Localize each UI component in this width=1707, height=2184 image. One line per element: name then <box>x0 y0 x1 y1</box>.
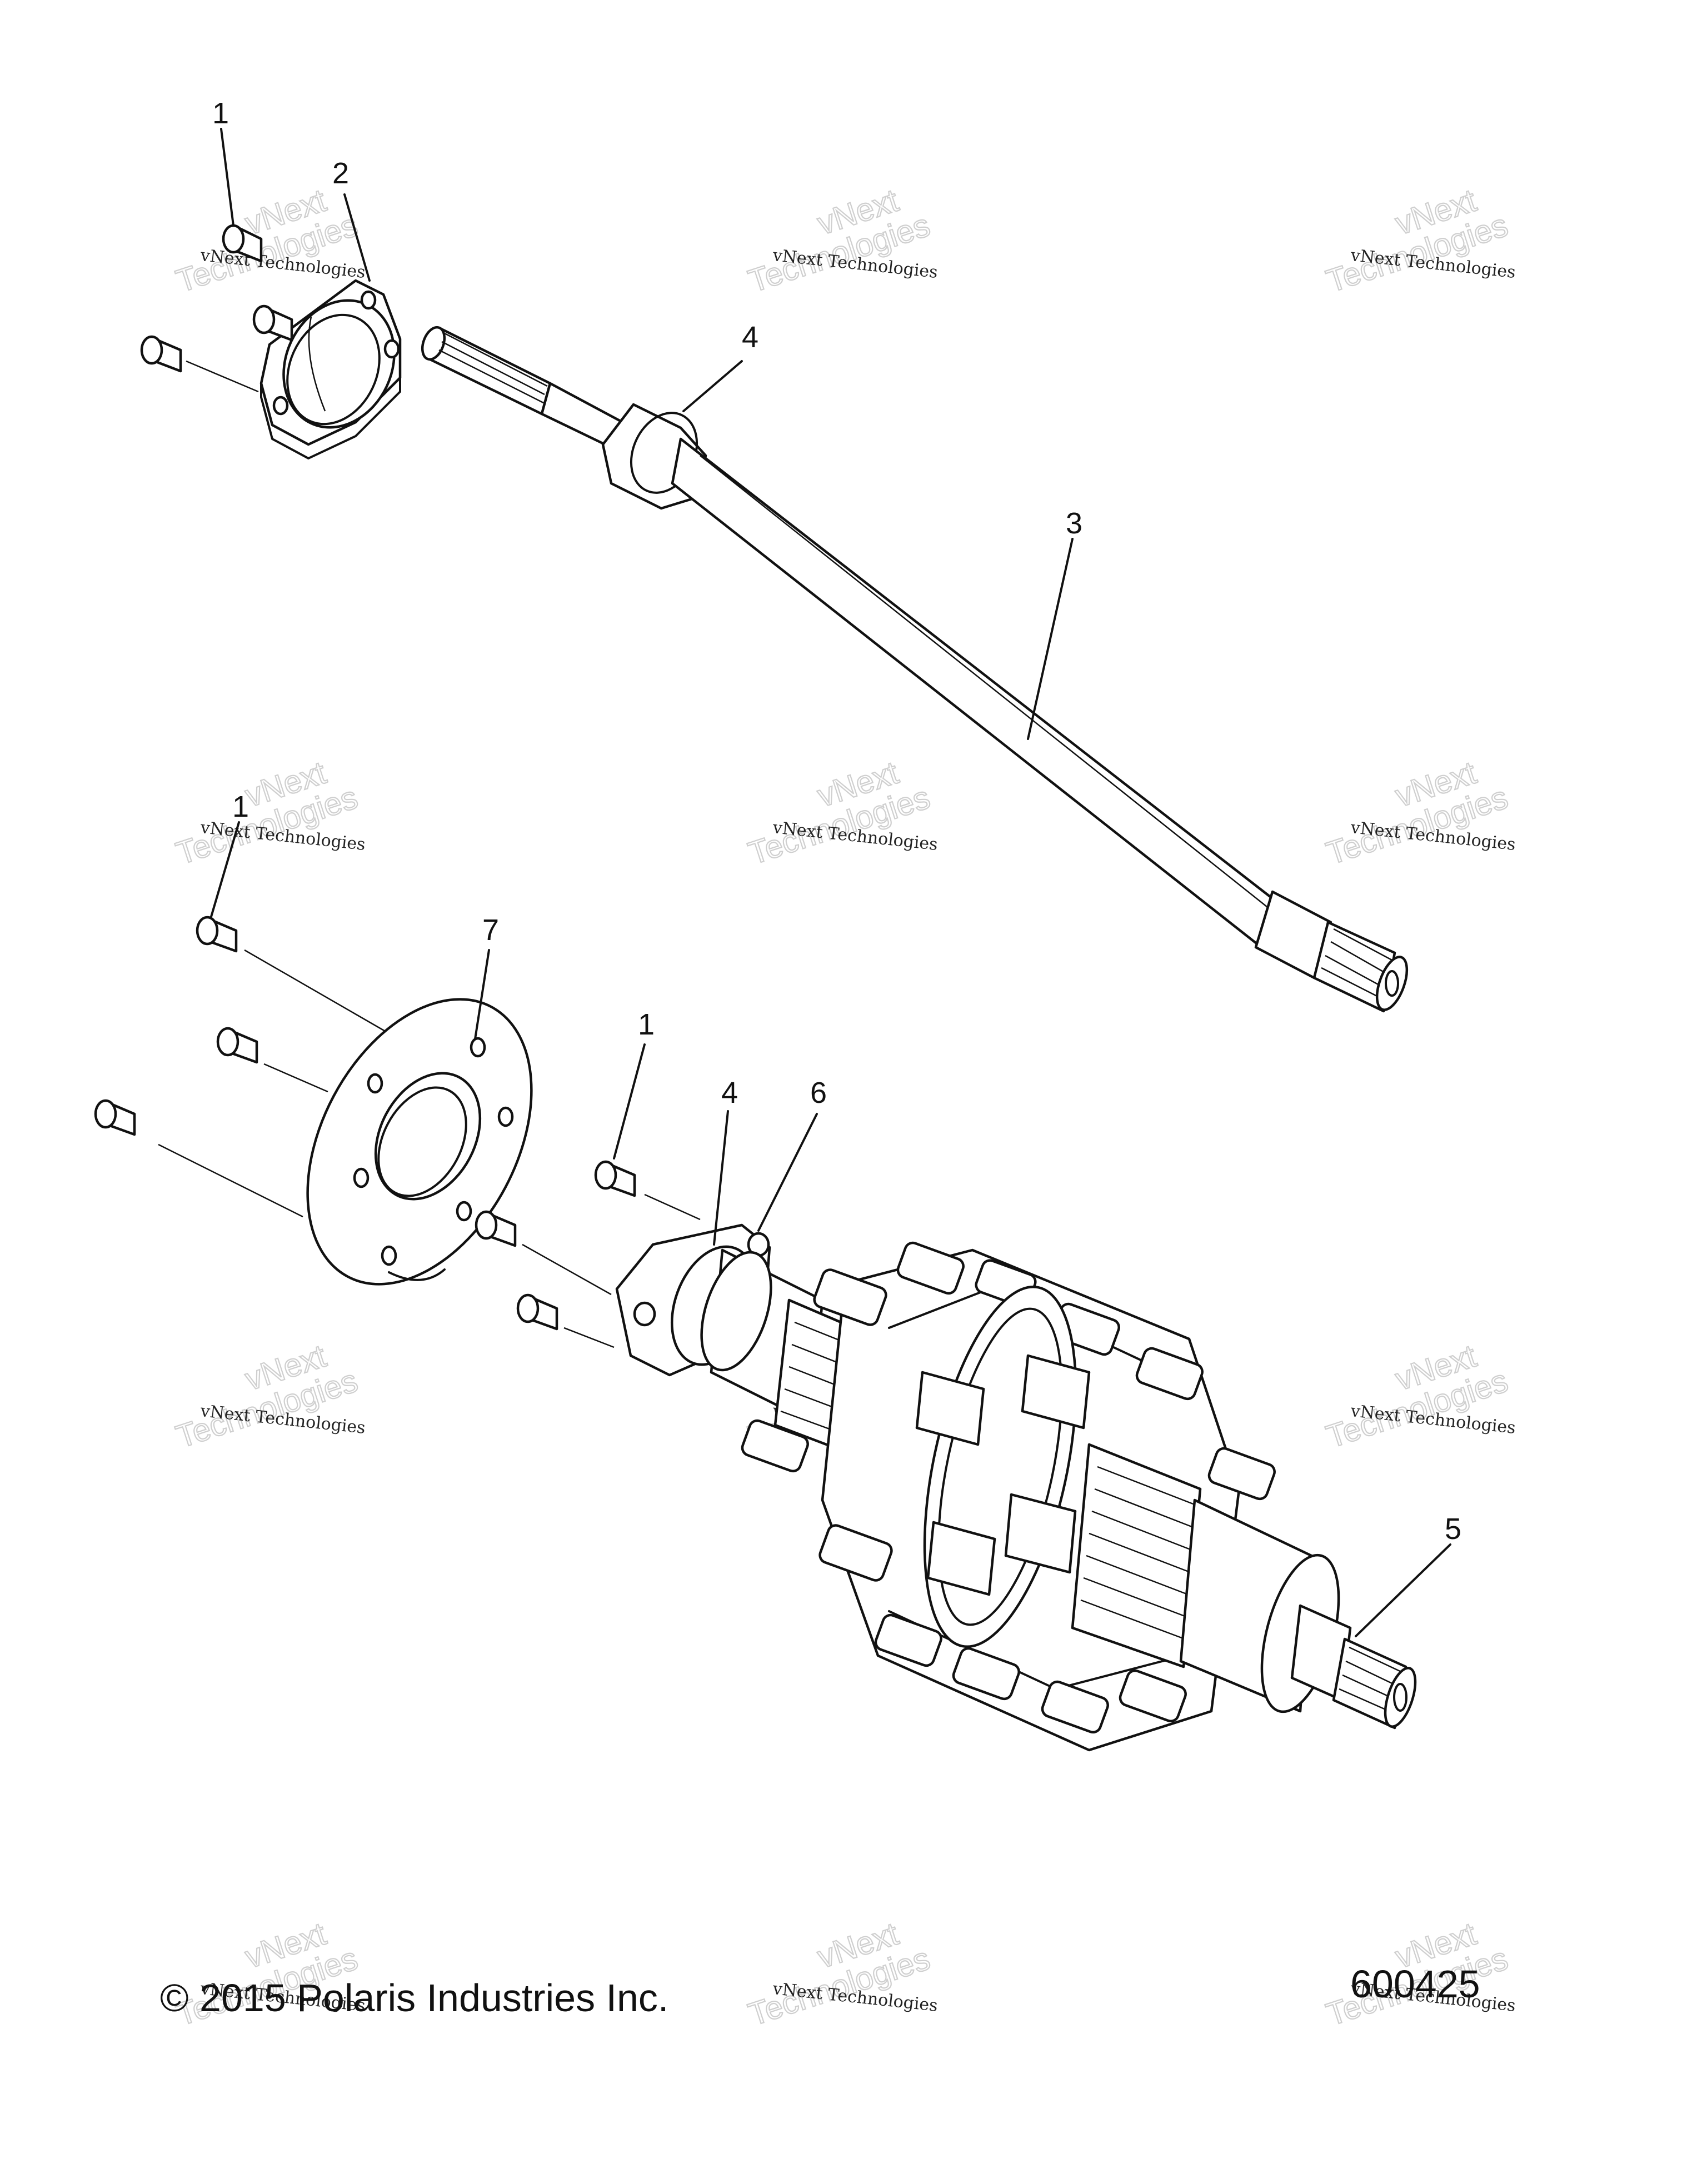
retainer-disk <box>306 998 533 1286</box>
callout-4: 4 <box>721 1076 738 1110</box>
screw-low-3 <box>516 1293 615 1348</box>
callout-2: 2 <box>332 157 349 190</box>
drawing-number: 600425 <box>1350 1962 1480 2006</box>
watermark: Technologies vNext vNext Technologies <box>1321 1337 1516 1456</box>
watermark: Technologies vNext vNext Technologies <box>171 754 366 872</box>
watermark: Technologies vNext vNext Technologies <box>171 1337 366 1456</box>
screw-low-1 <box>594 1160 701 1221</box>
watermark: Technologies vNext vNext Technologies <box>743 182 939 300</box>
copyright-notice: © 2015 Polaris Industries Inc. <box>160 1976 668 2020</box>
callout-1: 1 <box>638 1008 655 1041</box>
callout-7: 7 <box>482 913 499 947</box>
differential-assembly <box>615 1223 1417 1752</box>
screw-mid-2 <box>216 1027 328 1093</box>
screw-mid-3 <box>94 1099 303 1218</box>
screw-top-2 <box>252 304 293 342</box>
watermark: Technologies vNext vNext Technologies <box>1321 182 1516 300</box>
callout-4: 4 <box>742 321 758 354</box>
axle-shaft <box>421 326 1409 1013</box>
watermark: Technologies vNext vNext Technologies <box>743 1915 939 2033</box>
watermark: Technologies vNext vNext Technologies <box>1321 754 1516 872</box>
screw-top-3 <box>140 335 259 393</box>
bearing-retainer-plate <box>259 279 402 459</box>
leader-lines <box>210 128 1451 1637</box>
screw-low-2 <box>475 1210 612 1296</box>
watermark: Technologies vNext vNext Technologies <box>171 182 366 300</box>
callout-3: 3 <box>1066 507 1082 540</box>
screw-mid-1 <box>196 916 390 1034</box>
callout-6: 6 <box>810 1076 827 1110</box>
callout-labels: 1 2 4 3 1 7 1 4 6 5 <box>212 97 1461 1546</box>
watermark: Technologies vNext vNext Technologies <box>743 754 939 872</box>
callout-1: 1 <box>232 790 249 823</box>
callout-1: 1 <box>212 97 229 130</box>
callout-5: 5 <box>1445 1512 1461 1546</box>
